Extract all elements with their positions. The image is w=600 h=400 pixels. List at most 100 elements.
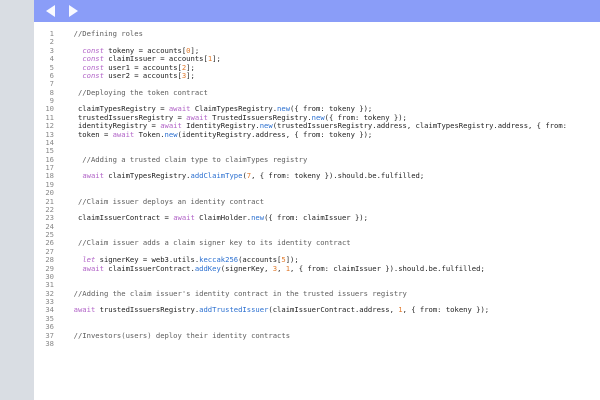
line-text: claimIssuerContract = await ClaimHolder.… [65, 214, 368, 222]
code-token [65, 71, 82, 80]
code-line[interactable]: 23 claimIssuerContract = await ClaimHold… [34, 213, 600, 222]
line-text: const tokeny = accounts[0]; [65, 46, 199, 55]
code-token: const [82, 54, 104, 64]
code-line[interactable]: 32 //Adding the claim issuer's identity … [34, 289, 600, 298]
code-token: await [160, 121, 182, 131]
line-number: 10 [45, 104, 54, 114]
line-number: 6 [49, 70, 54, 80]
code-token: //Deploying the token contract [65, 87, 208, 97]
line-number: 36 [45, 322, 54, 332]
code-token [65, 305, 74, 314]
code-token: ]; [186, 62, 195, 72]
code-token: 1 [398, 305, 403, 315]
code-token: (signerKey, [220, 263, 273, 273]
code-line[interactable]: 9 [34, 96, 600, 105]
code-line[interactable]: 6 const user2 = accounts[3]; [34, 70, 600, 80]
code-line[interactable]: 36 [34, 322, 600, 332]
code-token: claimIssuer = accounts[ [103, 54, 208, 64]
code-token: (identityRegistry.address, { from: token… [177, 129, 373, 139]
code-token: //Adding a trusted claim type to claimTy… [65, 154, 308, 164]
line-text: claimTypesRegistry = await ClaimTypesReg… [65, 105, 372, 113]
line-number: 30 [45, 271, 54, 281]
code-line[interactable]: 29 await claimIssuerContract.addKey(sign… [34, 263, 600, 273]
code-line[interactable]: 19 [34, 179, 600, 189]
code-line[interactable]: 28 let signerKey = web3.utils.keccak256(… [34, 255, 600, 265]
code-line[interactable]: 20 [34, 188, 600, 197]
line-number: 34 [45, 305, 54, 315]
line-number: 31 [45, 280, 54, 290]
code-line[interactable]: 8 //Deploying the token contract [34, 87, 600, 97]
line-number: 2 [49, 37, 54, 47]
line-number: 21 [45, 196, 54, 206]
code-line[interactable]: 14 [34, 138, 600, 147]
code-line[interactable]: 3 const tokeny = accounts[0]; [34, 46, 600, 55]
line-number: 8 [49, 87, 54, 97]
code-token: await [112, 129, 135, 139]
code-token: //Claim issuer deploys an identity contr… [65, 196, 265, 206]
code-token [65, 264, 82, 273]
line-number: 5 [49, 62, 54, 72]
code-token: 1 [207, 54, 213, 64]
code-token: const [82, 70, 104, 80]
line-number: 16 [45, 154, 54, 164]
code-token: //Defining roles [65, 29, 143, 38]
code-line[interactable]: 5 const user1 = accounts[2]; [34, 62, 600, 72]
code-line[interactable]: 33 [34, 297, 600, 306]
line-number: 28 [45, 255, 54, 265]
line-text: //Investors(users) deploy their identity… [65, 330, 291, 340]
chevron-right-icon[interactable] [69, 5, 78, 17]
code-token: ({ from: tokeny }); [324, 112, 407, 122]
code-token: 3 [181, 70, 187, 80]
code-line[interactable]: 15 [34, 146, 600, 156]
code-token: , { from: claimIssuer }).should.be.fulfi… [290, 263, 485, 273]
code-line[interactable]: 37 //Investors(users) deploy their ident… [34, 330, 600, 340]
code-line[interactable]: 38 [34, 339, 600, 348]
code-line[interactable]: 21 //Claim issuer deploys an identity co… [34, 196, 600, 206]
line-number: 37 [45, 330, 54, 340]
code-line[interactable]: 26 //Claim issuer adds a claim signer ke… [34, 238, 600, 247]
code-line[interactable]: 11 trustedIssuersRegistry = await Truste… [34, 112, 600, 122]
code-token: await [73, 305, 96, 315]
line-text: //Claim issuer deploys an identity contr… [65, 196, 265, 206]
line-text: identityRegistry = await IdentityRegistr… [65, 121, 567, 131]
code-token [65, 171, 82, 180]
code-line[interactable]: 34 await trustedIssuersRegistry.addTrust… [34, 305, 600, 315]
code-line[interactable]: 12 identityRegistry = await IdentityRegi… [34, 121, 600, 131]
code-line[interactable]: 35 [34, 314, 600, 323]
line-number: 19 [45, 179, 54, 189]
line-text: const claimIssuer = accounts[1]; [65, 54, 220, 64]
code-line[interactable]: 7 [34, 79, 600, 88]
code-token: //Investors(users) deploy their identity… [65, 330, 291, 340]
code-line[interactable]: 30 [34, 271, 600, 281]
code-token: new [259, 121, 273, 131]
code-token: , { from: tokeny }); [402, 305, 490, 315]
code-line[interactable]: 16 //Adding a trusted claim type to clai… [34, 154, 600, 164]
code-line[interactable]: 18 await claimTypesRegistry.addClaimType… [34, 171, 600, 181]
line-number: 27 [45, 246, 54, 256]
code-token: new [277, 104, 291, 114]
code-line[interactable]: 4 const claimIssuer = accounts[1]; [34, 54, 600, 64]
code-line[interactable]: 1 //Defining roles [34, 29, 600, 38]
code-token: const [82, 62, 104, 72]
code-line[interactable]: 31 [34, 280, 600, 290]
line-number: 18 [45, 171, 54, 181]
code-line[interactable]: 24 [34, 222, 600, 231]
line-number: 17 [45, 163, 54, 172]
chevron-left-icon[interactable] [46, 5, 55, 17]
code-line[interactable]: 25 [34, 230, 600, 239]
line-text: const user2 = accounts[3]; [65, 70, 195, 80]
code-line[interactable]: 10 claimTypesRegistry = await ClaimTypes… [34, 104, 600, 114]
code-line[interactable]: 22 [34, 205, 600, 214]
line-number: 15 [45, 146, 54, 156]
code-token: TrustedIssuersRegistry. [207, 112, 312, 122]
code-token: await [168, 104, 191, 114]
code-token: user2 = accounts[ [103, 70, 182, 80]
code-token: ClaimHolder. [194, 213, 252, 223]
code-token: ({ from: claimIssuer }); [264, 213, 368, 223]
code-token: ({ from: tokeny }); [290, 104, 373, 114]
code-line[interactable]: 2 [34, 37, 600, 47]
code-line[interactable]: 17 [34, 163, 600, 172]
code-line[interactable]: 27 [34, 246, 600, 256]
code-line[interactable]: 13 token = await Token.new(identityRegis… [34, 129, 600, 139]
